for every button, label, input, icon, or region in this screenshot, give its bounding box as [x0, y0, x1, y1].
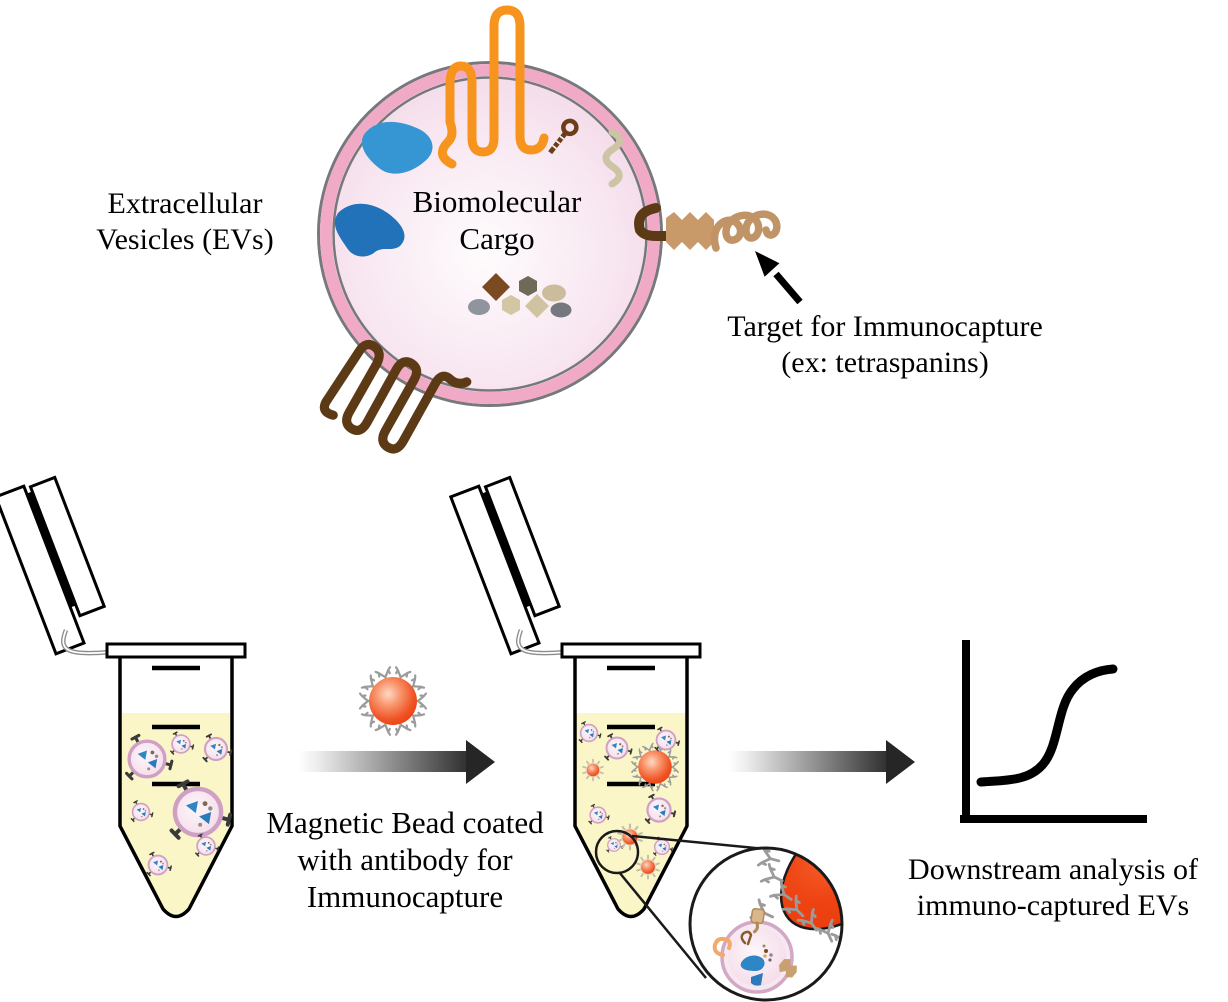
tetraspanin-icon	[634, 203, 781, 252]
downstream-analysis-label: Downstream analysis of immuno-captured E…	[908, 853, 1198, 922]
magnifier-callout-icon	[594, 829, 844, 1002]
sigmoid-graph-icon	[960, 640, 1147, 823]
process-arrow-icon	[728, 740, 915, 784]
peptide-squiggle-icon	[602, 128, 624, 188]
magnified-ev	[712, 907, 797, 994]
magnetic-bead-label: Magnetic Bead coated with antibody for I…	[266, 805, 544, 915]
protein-blob-blue-icon	[334, 121, 433, 257]
serpentine-protein-brown-icon	[319, 339, 472, 454]
extracellular-vesicles-label: Extracellular Vesicles (EVs)	[96, 187, 274, 256]
magnified-bead-surface	[779, 849, 841, 931]
target-annotation-arrow-icon	[755, 251, 803, 305]
transmembrane-protein-orange-icon	[438, 5, 549, 169]
target-for-immunocapture-label: Target for Immunocapture (ex: tetraspani…	[727, 310, 1043, 379]
cargo-molecules-icon	[468, 273, 572, 318]
rna-hairpin-icon	[548, 118, 579, 155]
biomolecular-cargo-label: Biomolecular Cargo	[412, 184, 582, 257]
magnetic-bead-icon	[360, 667, 426, 734]
process-arrow-icon	[298, 740, 495, 784]
